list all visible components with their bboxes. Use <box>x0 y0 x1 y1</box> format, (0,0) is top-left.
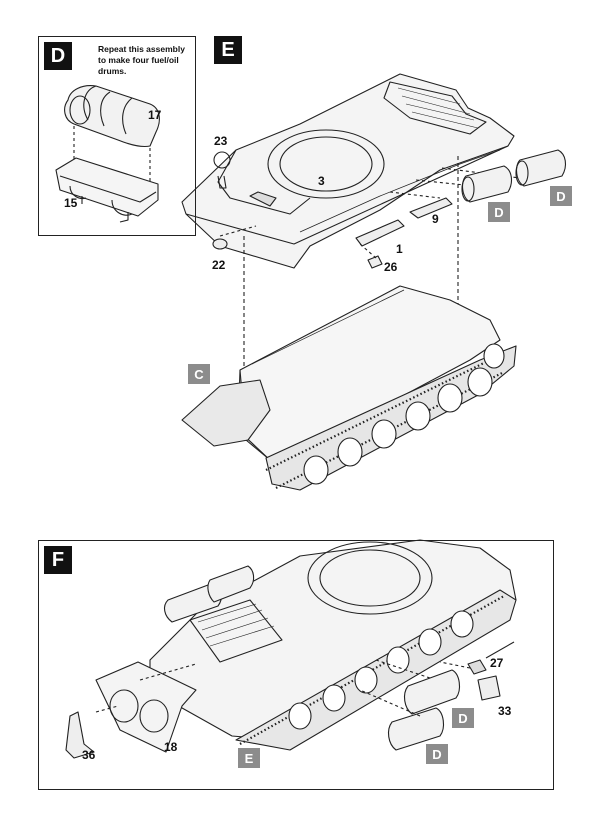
panel-d-note-line3: drums. <box>98 66 127 76</box>
panel-d <box>38 36 196 236</box>
part-18-label: 18 <box>164 740 178 754</box>
part-17-label: 17 <box>148 108 162 122</box>
panel-d-note-line2: to make four fuel/oil <box>98 55 179 65</box>
part-15-label: 15 <box>64 196 78 210</box>
step-e-badge: E <box>214 36 242 64</box>
drum-assembly-drawing <box>55 85 160 223</box>
completed-tank-drawing <box>65 539 517 759</box>
ref-d-badge-3: D <box>452 708 474 728</box>
ref-d-badge-1: D <box>488 202 510 222</box>
part-33-label: 33 <box>498 704 512 718</box>
part-26-label: 26 <box>384 260 398 274</box>
ref-d-badge-4: D <box>426 744 448 764</box>
part-36-label: 36 <box>82 748 96 762</box>
ref-c-badge: C <box>188 364 210 384</box>
panel-f <box>38 540 554 790</box>
part-3-label: 3 <box>318 174 325 188</box>
ref-e-badge: E <box>238 748 260 768</box>
lower-hull-drawing <box>181 285 517 491</box>
part-23-label: 23 <box>214 134 228 148</box>
part-22-label: 22 <box>212 258 226 272</box>
step-d-badge: D <box>44 42 72 70</box>
panel-d-note-line1: Repeat this assembly <box>98 44 185 54</box>
ref-d-badge-2: D <box>550 186 572 206</box>
fuel-drums-e-drawing <box>461 149 567 203</box>
part-27-label: 27 <box>490 656 504 670</box>
step-f-badge: F <box>44 546 72 574</box>
part-1-label: 1 <box>396 242 403 256</box>
part-9-label: 9 <box>432 212 439 226</box>
upper-hull-drawing <box>181 73 521 269</box>
